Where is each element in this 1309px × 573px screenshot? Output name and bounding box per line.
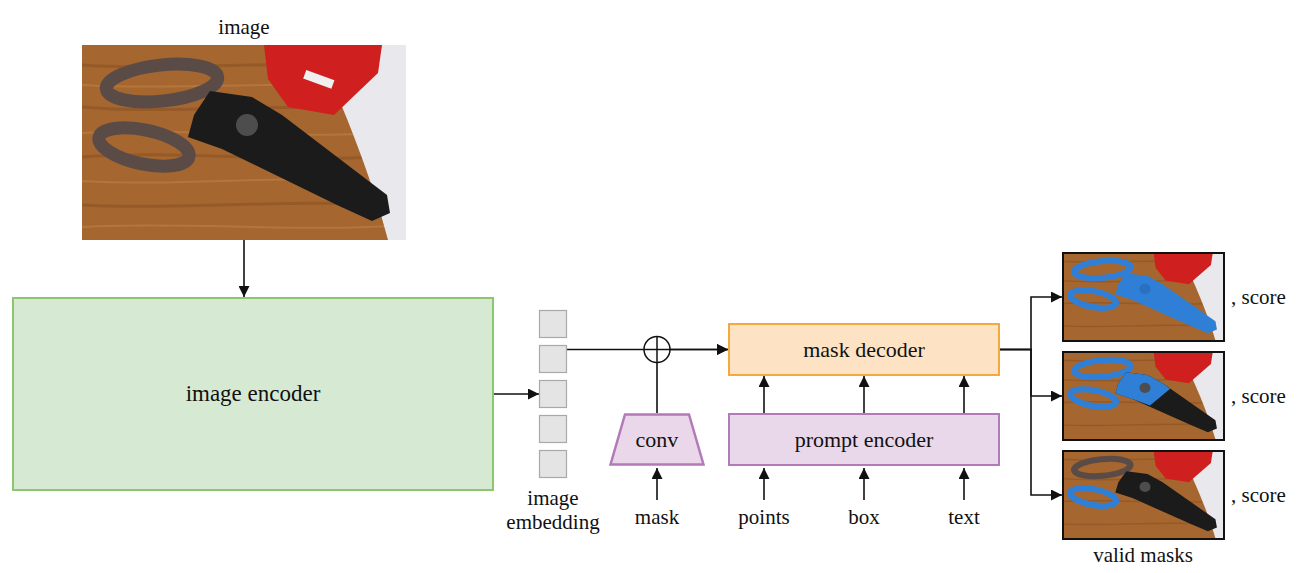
output-mask: , score	[1062, 450, 1225, 540]
input-label: text	[948, 505, 980, 529]
node-label: , score	[1231, 483, 1286, 507]
output-mask: , score	[1062, 351, 1225, 441]
node-label: prompt encoder	[795, 427, 934, 452]
prompt-encoder-box: prompt encoder	[728, 413, 1000, 466]
embedding-squares	[540, 311, 567, 478]
flow-arrow	[963, 376, 965, 413]
flow-arrow	[1000, 350, 1062, 496]
node-label: image embedding	[498, 486, 608, 534]
node-label: conv	[636, 427, 679, 452]
mask-thumbnail	[1062, 450, 1225, 540]
flow-arrow	[494, 393, 539, 395]
trapezoid-shape	[611, 415, 704, 465]
input-label: points	[738, 505, 789, 529]
sum-symbol	[644, 337, 670, 363]
embedding-stack: image embedding	[539, 310, 567, 478]
flow-arrow	[763, 376, 765, 413]
flow-arrow	[1000, 297, 1062, 350]
conv-trapezoid: conv	[609, 413, 705, 466]
node-label: , score	[1231, 285, 1286, 309]
node-label: , score	[1231, 384, 1286, 408]
input-label: box	[848, 505, 880, 529]
decoder-box: mask decoder	[728, 323, 1000, 376]
input-arrows	[657, 468, 964, 500]
photo-scissors	[82, 45, 406, 240]
flow-arrow	[657, 350, 728, 414]
flow-arrow	[863, 376, 865, 413]
caption-label: valid masks	[1093, 543, 1193, 567]
node-label: mask decoder	[803, 337, 925, 362]
image-node: image	[82, 45, 406, 240]
mask-thumbnail	[1062, 351, 1225, 441]
flow-arrow	[243, 240, 245, 297]
node-label: image encoder	[186, 381, 321, 407]
encoder-box: image encoder	[12, 297, 494, 491]
output-mask: , score	[1062, 252, 1225, 342]
input-label: mask	[635, 505, 679, 529]
node-label: image	[218, 15, 269, 39]
mask-thumbnail	[1062, 252, 1225, 342]
